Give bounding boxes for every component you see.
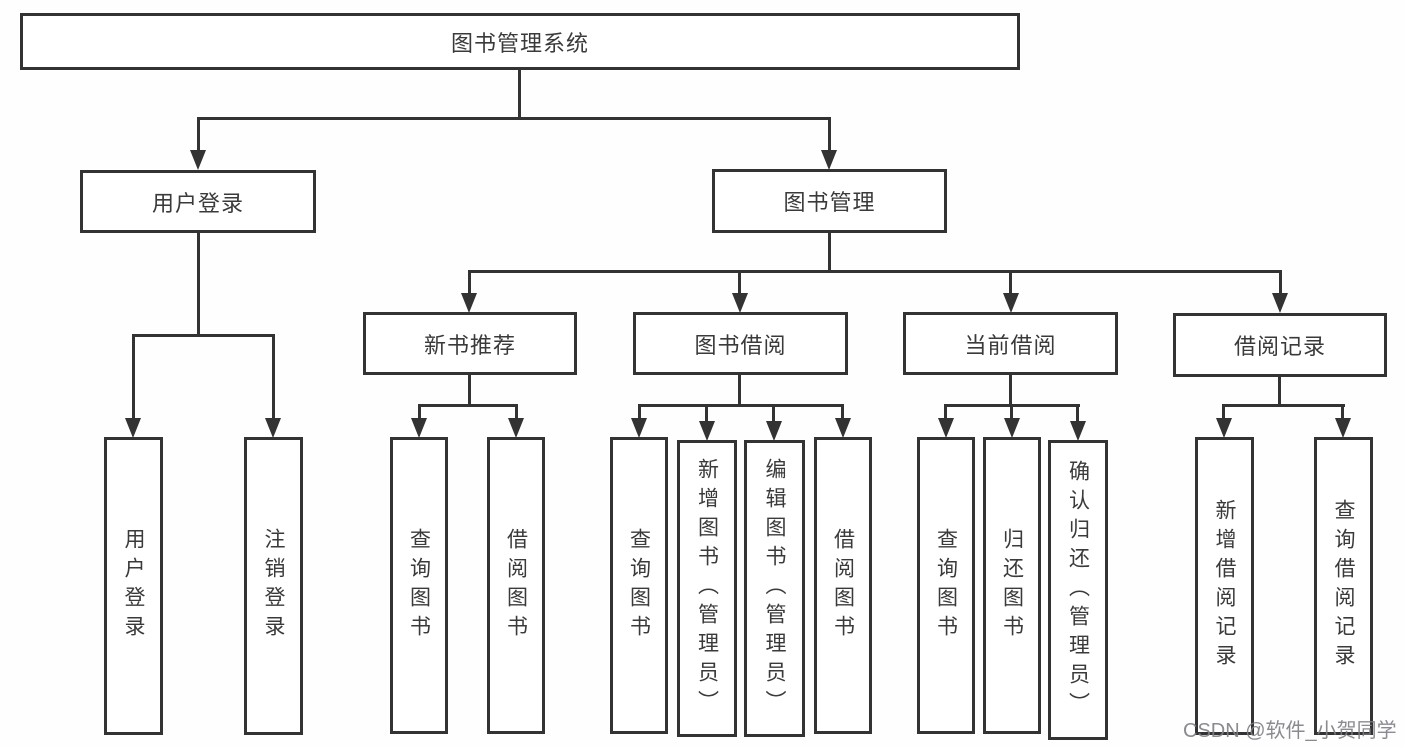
connector-line	[1341, 404, 1344, 419]
connector-line	[468, 375, 471, 407]
leaf-edit-book-admin: 编辑图书（管理员）	[744, 440, 805, 737]
leaf-confirm-return-admin-label: 确认归还（管理员）	[1066, 459, 1090, 721]
connector-line	[197, 233, 200, 336]
node-current-borrow-label: 当前借阅	[964, 332, 1057, 358]
arrow-down-icon	[1216, 418, 1232, 438]
connector-line	[828, 233, 831, 273]
leaf-query-books-recommend: 查询图书	[390, 437, 448, 734]
leaf-borrow-books-label: 借阅图书	[831, 527, 855, 644]
arrow-down-icon	[835, 418, 851, 438]
leaf-add-book-admin-label: 新增图书（管理员）	[695, 458, 719, 719]
node-book-borrow: 图书借阅	[633, 312, 848, 375]
connector-line	[518, 70, 521, 118]
leaf-query-books-borrow-label: 查询图书	[627, 527, 651, 644]
leaf-borrow-books-recommend-label: 借阅图书	[504, 527, 528, 644]
arrow-down-icon	[461, 293, 477, 313]
connector-line	[1009, 270, 1012, 295]
connector-line	[1076, 404, 1079, 421]
leaf-confirm-return-admin: 确认归还（管理员）	[1048, 440, 1108, 740]
node-book-management: 图书管理	[712, 169, 947, 233]
node-borrow-records-label: 借阅记录	[1233, 334, 1326, 359]
leaf-add-borrow-record: 新增借阅记录	[1195, 437, 1254, 735]
connector-line	[638, 404, 844, 407]
connector-line	[132, 334, 275, 337]
connector-line	[944, 404, 947, 419]
node-user-login: 用户登录	[80, 170, 316, 233]
leaf-add-book-admin: 新增图书（管理员）	[677, 440, 737, 737]
leaf-query-borrow-record-label: 查询借阅记录	[1332, 499, 1355, 673]
arrow-down-icon	[508, 418, 524, 438]
connector-line	[1009, 375, 1012, 407]
arrow-down-icon	[766, 421, 782, 441]
arrow-down-icon	[732, 293, 748, 313]
leaf-query-borrow-record: 查询借阅记录	[1314, 437, 1373, 735]
arrow-down-icon	[125, 418, 141, 438]
connector-line	[132, 334, 135, 419]
connector-line	[468, 270, 1282, 273]
node-new-book-recommend-label: 新书推荐	[423, 332, 516, 358]
connector-line	[772, 404, 775, 421]
arrow-down-icon	[1003, 293, 1019, 313]
node-borrow-records: 借阅记录	[1173, 313, 1387, 377]
node-book-management-label: 图书管理	[783, 190, 876, 215]
connector-line	[1222, 404, 1345, 407]
connector-line	[738, 375, 741, 407]
connector-line	[705, 404, 708, 421]
connector-line	[841, 404, 844, 419]
connector-line	[1279, 270, 1282, 295]
leaf-return-book: 归还图书	[983, 437, 1041, 734]
arrow-down-icon	[1335, 418, 1351, 438]
arrow-down-icon	[631, 418, 647, 438]
leaf-query-books-recommend-label: 查询图书	[407, 527, 431, 644]
connector-line	[468, 270, 471, 295]
arrow-down-icon	[411, 418, 427, 438]
leaf-return-book-label: 归还图书	[1000, 527, 1024, 644]
node-book-borrow-label: 图书借阅	[694, 332, 787, 358]
node-new-book-recommend: 新书推荐	[363, 312, 577, 375]
arrow-down-icon	[699, 421, 715, 441]
leaf-logout: 注销登录	[244, 437, 303, 735]
node-root: 图书管理系统	[20, 13, 1020, 70]
connector-line	[1278, 377, 1281, 407]
connector-line	[197, 117, 831, 120]
leaf-edit-book-admin-label: 编辑图书（管理员）	[763, 458, 786, 719]
node-current-borrow: 当前借阅	[903, 312, 1118, 375]
leaf-query-books-current: 查询图书	[917, 437, 975, 734]
leaf-logout-label: 注销登录	[262, 528, 285, 644]
leaf-user-login: 用户登录	[104, 437, 163, 735]
connector-line	[418, 404, 421, 419]
node-root-label: 图书管理系统	[450, 30, 589, 56]
arrow-down-icon	[1004, 418, 1020, 438]
arrow-down-icon	[938, 418, 954, 438]
leaf-query-books-current-label: 查询图书	[934, 527, 958, 644]
leaf-borrow-books-recommend: 借阅图书	[487, 437, 545, 734]
arrow-down-icon	[1272, 293, 1288, 313]
connector-line	[638, 404, 641, 419]
connector-line	[828, 117, 831, 153]
arrow-down-icon	[821, 150, 837, 170]
connector-line	[1222, 404, 1225, 419]
leaf-query-books-borrow: 查询图书	[610, 437, 668, 734]
connector-line	[738, 270, 741, 295]
connector-line	[272, 334, 275, 419]
connector-line	[418, 404, 518, 407]
csdn-watermark: CSDN @软件_小贺同学	[1183, 720, 1397, 742]
connector-line	[515, 404, 518, 419]
arrow-down-icon	[265, 418, 281, 438]
leaf-borrow-books: 借阅图书	[814, 437, 872, 734]
node-user-login-label: 用户登录	[151, 190, 244, 216]
leaf-add-borrow-record-label: 新增借阅记录	[1213, 499, 1236, 673]
connector-line	[197, 117, 200, 153]
arrow-down-icon	[190, 150, 206, 170]
leaf-user-login-label: 用户登录	[122, 528, 145, 644]
arrow-down-icon	[1070, 421, 1086, 441]
connector-line	[1010, 404, 1013, 419]
